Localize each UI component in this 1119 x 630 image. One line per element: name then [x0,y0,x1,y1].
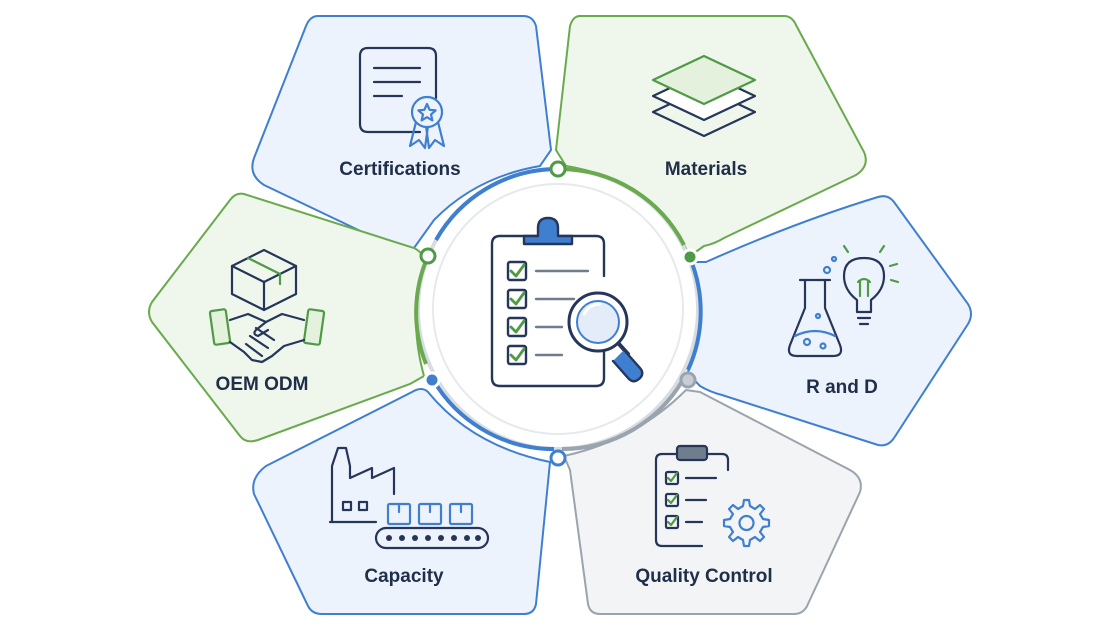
connector-node [681,248,699,266]
box-handshake-icon [208,248,326,364]
checklist-gear-icon [654,444,771,548]
connector-node [549,160,567,178]
hub-arc-gray-bottom-right [561,377,686,452]
hub-arc-blue-right [686,257,703,371]
clipboard-magnifier-icon [490,216,644,388]
hub-arc-blue-bottom-left [428,373,555,451]
connector-node [423,371,441,389]
segment-r-and-d: R and D [686,195,972,447]
segment-capacity: Capacity [252,388,552,615]
flask-lightbulb-icon [787,244,900,358]
segment-materials: Materials [554,15,867,258]
hub-arc-blue-top-left [434,167,557,241]
segment-certifications: Certifications [251,15,553,251]
segment-label-quality-control: Quality Control [635,566,772,587]
segment-label-materials: Materials [665,159,747,180]
connector-node [679,371,697,389]
hub-arc-green-top-right [559,167,686,246]
layers-icon [651,54,757,138]
segment-quality-control: Quality Control [562,388,862,615]
hub-connectors [419,160,699,467]
connector-node [549,449,567,467]
segment-panel-capacity [252,388,552,615]
segment-label-oem-odm: OEM ODM [216,374,309,395]
segment-oem-odm: OEM ODM [148,192,426,443]
segment-label-certifications: Certifications [339,159,460,180]
hub-inner-disc [432,183,684,435]
segment-label-capacity: Capacity [364,566,444,587]
hub-arc-green-left [414,255,430,365]
connector-node [419,247,437,265]
center-hub [414,160,703,467]
certificate-icon [358,46,446,150]
segment-label-r-and-d: R and D [806,377,878,398]
factory-conveyor-icon [328,446,490,550]
